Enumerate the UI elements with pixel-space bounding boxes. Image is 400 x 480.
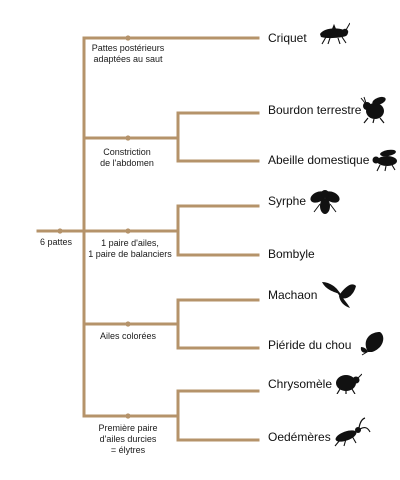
criquet-trait-line-1: Pattes postérieurs: [91, 43, 165, 53]
bumblebee-icon: [360, 96, 386, 124]
taxon-oedemeres: Oedémères: [268, 430, 331, 444]
grasshopper-icon: [320, 22, 350, 45]
taxon-abeille-domestique: Abeille domestique: [268, 153, 370, 167]
diptera-trait-line-1: 1 paire d'ailes,: [101, 238, 159, 248]
node-marker-root: [57, 228, 63, 234]
node-marker-hymenoptera: [125, 135, 131, 141]
coleoptera-trait-line-1: Première paire: [98, 423, 158, 433]
diptera-trait-line-2: 1 paire de balanciers: [88, 249, 172, 259]
root-label: 6 pattes: [40, 237, 73, 247]
node-marker-diptera: [125, 228, 131, 234]
diptera-trait-label: 1 paire d'ailes, 1 paire de balanciers: [80, 238, 180, 260]
taxon-syrphe: Syrphe: [268, 194, 307, 208]
honeybee-icon: [372, 149, 397, 172]
node-marker-coleoptera: [125, 413, 131, 419]
lepidoptera-trait-line-1: Ailes colorées: [99, 331, 157, 341]
lepidoptera-trait-label: Ailes colorées: [82, 331, 174, 342]
taxon-machaon: Machaon: [268, 288, 318, 302]
cabbage-white-butterfly-icon: [360, 332, 384, 356]
hymenoptera-trait-label: Constriction de l'abdomen: [80, 147, 174, 169]
node-marker-lepidoptera: [125, 321, 131, 327]
taxon-bombyle: Bombyle: [268, 247, 315, 261]
taxon-chrysomele: Chrysomèle: [268, 377, 333, 391]
hymenoptera-trait-line-2: de l'abdomen: [100, 158, 154, 168]
taxon-bourdon-terrestre: Bourdon terrestre: [268, 103, 362, 117]
criquet-trait-label: Pattes postérieurs adaptées au saut: [78, 43, 178, 65]
taxon-pieride-du-chou: Piéride du chou: [268, 338, 352, 352]
hoverfly-icon: [310, 190, 340, 214]
taxon-criquet: Criquet: [268, 31, 307, 45]
leaf-beetle-icon: [336, 373, 362, 394]
coleoptera-trait-line-3: = élytres: [110, 445, 146, 455]
coleoptera-trait-label: Première paire d'ailes durcies = élytres: [82, 423, 174, 456]
swallowtail-butterfly-icon: [322, 282, 356, 308]
criquet-trait-line-2: adaptées au saut: [93, 54, 163, 64]
hymenoptera-trait-line-1: Constriction: [103, 147, 151, 157]
coleoptera-trait-line-2: d'ailes durcies: [99, 434, 157, 444]
node-marker-criquet: [125, 35, 131, 41]
longhorn-beetle-icon: [334, 417, 371, 447]
